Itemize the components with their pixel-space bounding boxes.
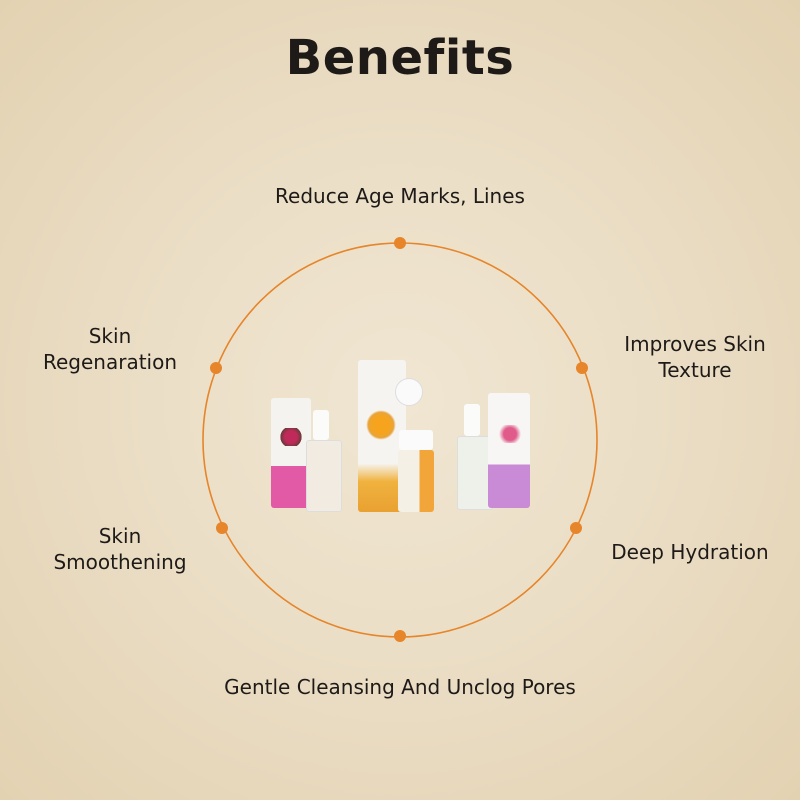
- benefit-line: Skin: [98, 524, 142, 548]
- flower-graphic: [497, 425, 523, 443]
- benefit-line: Regenaration: [42, 350, 178, 374]
- product-chamomile-tube: [488, 393, 530, 508]
- benefit-bottom: Gentle Cleansing And Unclog Pores: [224, 675, 576, 699]
- benefit-top-right: Improves Skin Texture: [600, 331, 790, 383]
- dot-top: [394, 237, 406, 249]
- benefit-bottom-right: Deep Hydration: [611, 540, 769, 564]
- benefit-line: Smoothening: [53, 550, 187, 574]
- foam-cap: [399, 430, 433, 450]
- product-rose-bottle: [306, 440, 342, 512]
- benefit-top-left: Skin Regenaration: [20, 323, 200, 375]
- dot-bottom-right: [570, 522, 582, 534]
- product-rose-tube: [271, 398, 311, 508]
- orange-graphic: [366, 410, 396, 440]
- dot-bottom: [394, 630, 406, 642]
- pump-cap: [464, 404, 480, 436]
- benefit-bottom-left: Skin Smoothening: [30, 523, 210, 575]
- product-foam-bottle: [398, 450, 434, 512]
- dot-bottom-left: [216, 522, 228, 534]
- dot-top-left: [210, 362, 222, 374]
- benefit-line: Skin: [88, 324, 132, 348]
- benefit-line: Improves Skin: [624, 332, 766, 356]
- brush-head: [395, 378, 423, 406]
- pump-cap: [313, 410, 329, 440]
- page-title: Benefits: [285, 30, 515, 86]
- benefit-line: Texture: [658, 358, 732, 382]
- dot-top-right: [576, 362, 588, 374]
- rose-graphic: [279, 428, 303, 446]
- benefit-top: Reduce Age Marks, Lines: [275, 184, 525, 208]
